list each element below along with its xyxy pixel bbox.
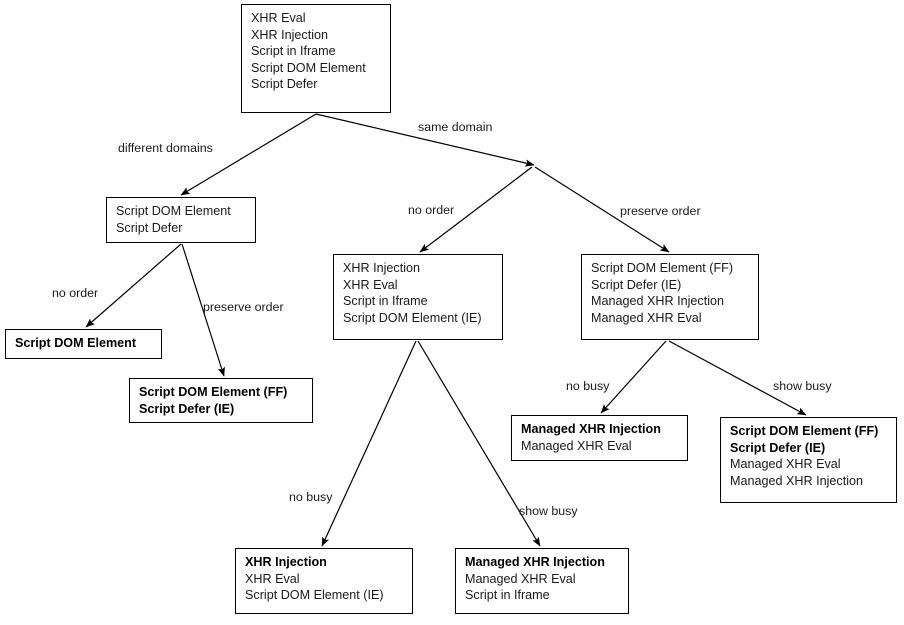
node-text-line: Managed XHR Injection xyxy=(730,473,864,488)
node-text-line: Managed XHR Injection xyxy=(521,422,661,436)
node-text-line: Managed XHR Injection xyxy=(465,555,605,569)
edge-different-domains-label: different domains xyxy=(118,141,213,155)
edge-preserve-no-busy-label: no busy xyxy=(566,379,610,393)
node-text-line: XHR Injection xyxy=(251,27,328,42)
node-text-line: Script Defer (IE) xyxy=(139,401,235,416)
node-text-line: Script DOM Element xyxy=(116,204,231,218)
node-text-line: Script in Iframe xyxy=(343,294,428,309)
edge-preserve-no-busy xyxy=(600,340,667,414)
edge-no-order-no-busy-label: no busy xyxy=(289,490,333,504)
script-dom-element-ff-defer-ie-leaf: Script DOM Element (FF) Script Defer (IE) xyxy=(129,378,313,423)
edge-dd-preserve-order-label: preserve order xyxy=(203,300,284,314)
node-text-line: Script in Iframe xyxy=(465,588,550,603)
edge-same-domain-label: same domain xyxy=(418,120,493,134)
node-text-line: Script Defer (IE) xyxy=(591,277,682,292)
node-text-line: Script Defer xyxy=(116,220,183,235)
edge-dd-no-order-label: no order xyxy=(52,286,99,300)
node-text-line: Managed XHR Injection xyxy=(591,294,725,309)
script-dom-element-leaf: Script DOM Element xyxy=(5,329,162,359)
node-text-line: XHR Injection xyxy=(245,555,327,569)
node-text-line: Managed XHR Eval xyxy=(730,457,841,472)
node-text-line: Script DOM Element (FF) xyxy=(139,385,288,399)
node-text-line: Script DOM Element (FF) xyxy=(730,424,879,438)
node-text-line: Script DOM Element (IE) xyxy=(343,310,482,325)
edge-no-order-show-busy-label: show busy xyxy=(519,504,578,518)
edge-dd-no-order xyxy=(85,243,182,328)
node-text-line: Managed XHR Eval xyxy=(465,571,576,586)
edge-preserve-show-busy-label: show busy xyxy=(773,379,832,393)
node-text-line: XHR Eval xyxy=(251,11,306,25)
node-text-line: Script DOM Element xyxy=(251,60,366,75)
node-text-line: Script DOM Element xyxy=(15,336,137,350)
node-text-line: Script DOM Element (IE) xyxy=(245,588,384,603)
script-dom-element-ff-managed-leaf: Script DOM Element (FF) Script Defer (IE)… xyxy=(720,417,897,503)
node-text-line: XHR Eval xyxy=(343,277,398,292)
node-text-line: Script Defer (IE) xyxy=(730,440,826,455)
edge-sd-preserve-order-label: preserve order xyxy=(620,204,701,218)
same-domain-preserve-order-node: Script DOM Element (FF) Script Defer (IE)… xyxy=(581,254,759,340)
node-text-line: Script DOM Element (FF) xyxy=(591,261,734,275)
node-text-line: Managed XHR Eval xyxy=(591,310,702,325)
node-text-line: XHR Injection xyxy=(343,261,420,275)
edge-no-order-no-busy xyxy=(321,340,417,547)
node-text-line: XHR Eval xyxy=(245,571,300,586)
node-text-line: Script Defer xyxy=(251,77,318,92)
node-text-line: Script in Iframe xyxy=(251,44,336,59)
node-text-line: Managed XHR Eval xyxy=(521,438,632,453)
edge-preserve-show-busy xyxy=(668,340,807,416)
edge-sd-no-order-label: no order xyxy=(408,203,455,217)
